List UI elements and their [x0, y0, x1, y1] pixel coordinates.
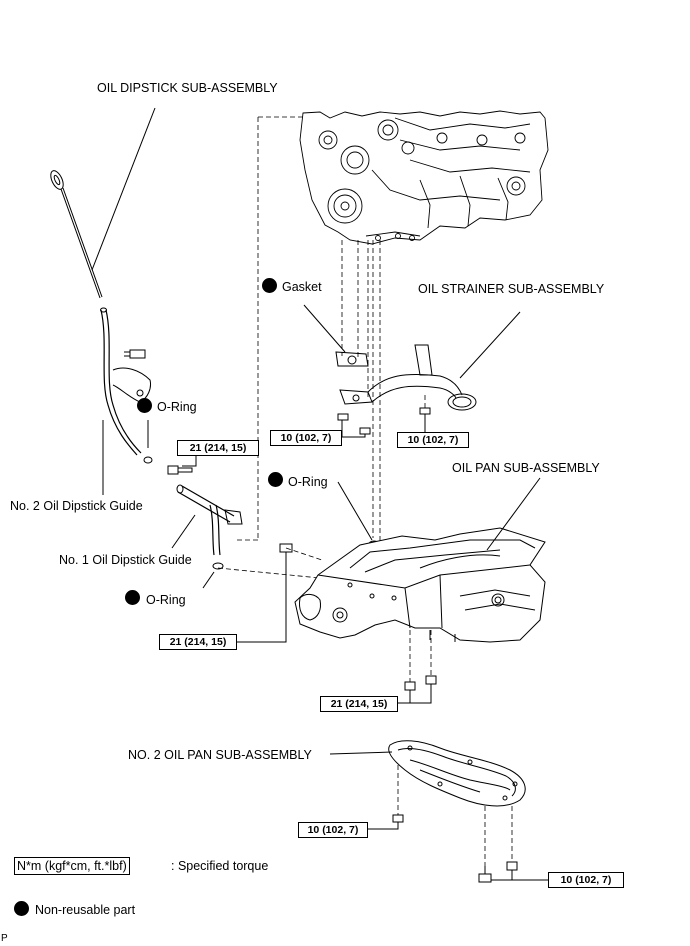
leader-gasket: [303, 304, 346, 353]
legend-torque-unit: N*m (kgf*cm, ft.*lbf): [14, 857, 130, 875]
leader-strainer-left-torque: [341, 420, 366, 438]
engine-block: [299, 110, 549, 245]
torque-no2-pan-right: 10 (102, 7): [548, 872, 624, 888]
torque-pan-left: 21 (214, 15): [159, 634, 237, 650]
label-oil-strainer: OIL STRAINER SUB-ASSEMBLY: [418, 282, 605, 296]
no2-pan-bolts: [392, 814, 518, 883]
torque-pan-bottom: 21 (214, 15): [320, 696, 398, 712]
label-no1-dipstick-guide: No. 1 Oil Dipstick Guide: [59, 553, 192, 567]
label-o-ring-2: O-Ring: [146, 593, 186, 607]
nonreusable-marker-o-ring-3: [268, 472, 283, 487]
leader-o-ring-2: [202, 571, 215, 589]
leader-no2-pan-right-torque: [491, 870, 548, 881]
torque-strainer-left: 10 (102, 7): [270, 430, 342, 446]
gasket-part: [335, 351, 369, 367]
torque-guide-bolt: 21 (214, 15): [177, 440, 259, 456]
legend-torque-text: : Specified torque: [171, 859, 269, 873]
oil-strainer-part: [339, 344, 477, 411]
oil-pan-bolts: [279, 543, 437, 694]
label-no2-dipstick-guide: No. 2 Oil Dipstick Guide: [10, 499, 143, 513]
no1-oil-dipstick-guide: [176, 484, 243, 556]
leader-pan-bottom-torque: [397, 690, 432, 704]
nonreusable-marker-gasket: [262, 278, 277, 293]
leader-o-ring-3: [337, 481, 373, 541]
oil-dipstick: [50, 170, 103, 299]
leader-no2-pan-left-torque: [367, 822, 399, 830]
label-o-ring-1: O-Ring: [157, 400, 197, 414]
label-o-ring-3: O-Ring: [288, 475, 328, 489]
label-no2-oil-pan: NO. 2 OIL PAN SUB-ASSEMBLY: [128, 748, 312, 762]
strainer-bolts: [337, 407, 431, 435]
legend-nonreusable-text: Non-reusable part: [35, 903, 136, 917]
leader-pan-left-torque: [237, 552, 287, 643]
legend-nonreusable-marker: [14, 901, 29, 916]
nonreusable-marker-o-ring-1: [137, 398, 152, 413]
oil-pan-part: [294, 527, 546, 643]
label-oil-dipstick: OIL DIPSTICK SUB-ASSEMBLY: [97, 81, 278, 95]
o-ring-part-2: [212, 562, 224, 570]
torque-strainer-right: 10 (102, 7): [397, 432, 469, 448]
leader-oil-pan: [486, 477, 541, 551]
no2-oil-pan-part: [388, 740, 526, 807]
torque-no2-pan-left: 10 (102, 7): [298, 822, 368, 838]
leader-guide-bolt-torque: [182, 456, 197, 467]
guide-bolt: [167, 465, 193, 475]
leader-oil-strainer: [459, 311, 521, 379]
no2-oil-dipstick-guide: [100, 307, 151, 456]
corner-mark: P: [1, 933, 8, 944]
label-gasket: Gasket: [282, 280, 322, 294]
label-oil-pan: OIL PAN SUB-ASSEMBLY: [452, 461, 600, 475]
leader-oil-dipstick: [91, 107, 156, 271]
o-ring-part-1: [143, 456, 153, 464]
leader-no2-oil-pan: [329, 751, 393, 755]
nonreusable-marker-o-ring-2: [125, 590, 140, 605]
leader-no1-guide: [171, 514, 196, 549]
